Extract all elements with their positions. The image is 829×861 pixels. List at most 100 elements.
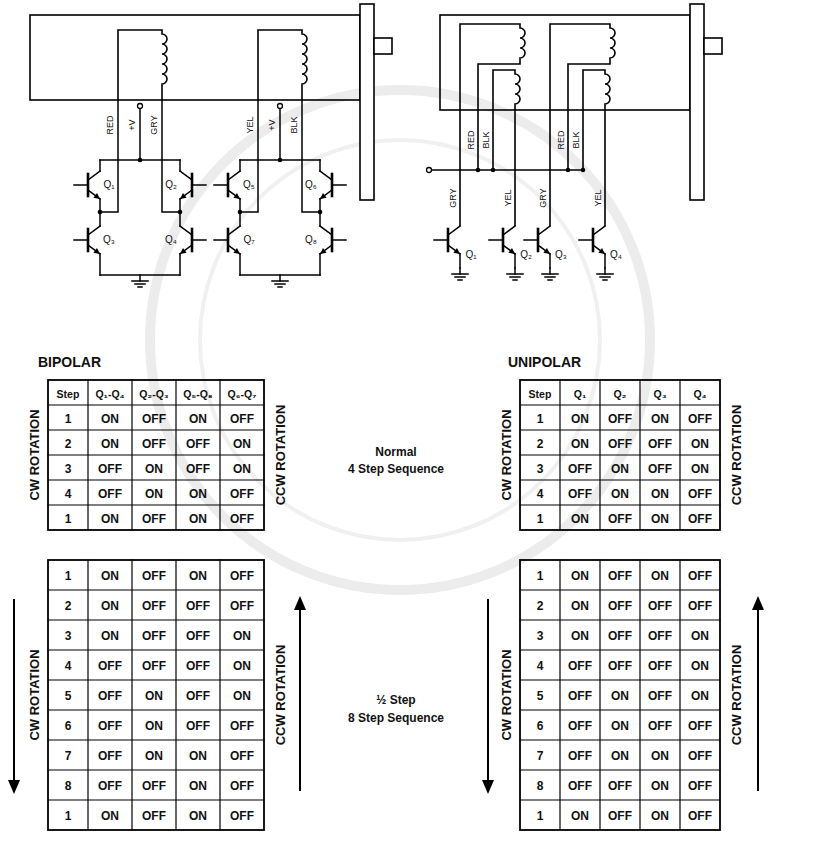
table-cell: ON (571, 438, 589, 450)
table-cell: 1 (537, 413, 544, 425)
wire (179, 254, 181, 275)
table-cell: OFF (142, 438, 166, 450)
wire-color-label: RED (106, 115, 115, 134)
table-rule (520, 769, 720, 770)
table-cell: OFF (688, 570, 712, 582)
transistor-label: Q₃ (103, 235, 115, 245)
wire (179, 160, 181, 171)
transistor-collector (228, 226, 240, 235)
table-rule (599, 560, 600, 830)
table-rule (48, 739, 264, 740)
sequence-label: ½ Step (376, 694, 415, 706)
table-rule (639, 380, 640, 530)
table-cell: OFF (648, 463, 672, 475)
table-rule (599, 380, 600, 530)
table-rule (48, 709, 264, 710)
wire-color-label: YEL (246, 116, 255, 133)
table-rule (175, 560, 176, 830)
table-cell: OFF (142, 810, 166, 822)
table-cell: ON (101, 810, 119, 822)
table-cell: 5 (65, 690, 72, 702)
table-cell: ON (651, 513, 669, 525)
supply-rail (240, 159, 320, 161)
table-cell: OFF (568, 690, 592, 702)
emitter-arrow (180, 248, 187, 254)
transistor-base-lead (192, 184, 206, 186)
terminal (427, 168, 432, 173)
arrow-head (8, 780, 20, 794)
table-border (48, 560, 264, 830)
table-cell: ON (233, 438, 251, 450)
table-cell: OFF (230, 600, 254, 612)
table-cell: OFF (230, 810, 254, 822)
table-cell: ON (145, 720, 163, 732)
wire-color-label: GRY (150, 115, 159, 134)
table-header: Q₁ (574, 388, 587, 399)
table-rule (87, 380, 88, 530)
table-cell: OFF (648, 438, 672, 450)
table-cell: ON (189, 513, 207, 525)
wire-color-label: +V (268, 119, 277, 130)
wire-color-label: BLK (482, 131, 491, 148)
table-cell: OFF (568, 660, 592, 672)
table-cell: ON (651, 570, 669, 582)
table-cell: ON (233, 690, 251, 702)
ground-symbol (600, 276, 610, 278)
emitter-arrow (453, 248, 460, 254)
table-cell: OFF (98, 463, 122, 475)
table-cell: OFF (98, 488, 122, 500)
table-rule (679, 560, 680, 830)
transistor-label: Q₈ (305, 235, 317, 245)
transistor-collector (180, 226, 192, 235)
wire-color-label: +V (128, 119, 137, 130)
table-cell: 4 (65, 660, 72, 672)
table-cell: ON (233, 660, 251, 672)
table-cell: ON (145, 750, 163, 762)
table-rule (87, 560, 88, 830)
table-rule (520, 404, 720, 405)
transistor-base-lead (332, 184, 346, 186)
table-cell: OFF (230, 780, 254, 792)
table-cell: OFF (98, 660, 122, 672)
ground-symbol (139, 275, 141, 281)
ground-symbol (542, 273, 558, 275)
table-cell: 2 (65, 600, 72, 612)
table-cell: OFF (688, 750, 712, 762)
wire (240, 100, 258, 212)
transistor-collector (320, 226, 332, 235)
transistor-emitter (320, 190, 332, 199)
table-rule (175, 380, 176, 530)
table-cell: ON (571, 413, 589, 425)
ground-symbol (507, 273, 523, 275)
table-rule (520, 799, 720, 800)
table-rule (679, 380, 680, 530)
table-rule (520, 504, 720, 505)
table-cell: ON (651, 488, 669, 500)
table-cell: ON (145, 488, 163, 500)
table-cell: OFF (186, 463, 210, 475)
transistor-label: Q₃ (555, 250, 567, 260)
table-cell: OFF (608, 570, 632, 582)
table-cell: 1 (537, 570, 544, 582)
table-cell: ON (611, 488, 629, 500)
ground-symbol (545, 276, 555, 278)
transistor-label: Q₁ (465, 250, 476, 260)
transistor-emitter (88, 245, 100, 254)
table-rule (559, 380, 560, 530)
rotation-arrow (299, 600, 301, 790)
table-header: Q₁-Q₄ (95, 388, 124, 399)
table-cell: OFF (648, 690, 672, 702)
supply-rail (100, 159, 180, 161)
ground-symbol (513, 279, 517, 281)
motor-coil (460, 24, 525, 226)
transistor-label: Q₅ (243, 180, 255, 190)
transistor-emitter (180, 245, 192, 254)
table-cell: ON (611, 463, 629, 475)
table-cell: ON (571, 600, 589, 612)
wire (99, 254, 101, 275)
table-cell: OFF (648, 600, 672, 612)
table-cell: 3 (537, 463, 544, 475)
table-cell: OFF (186, 600, 210, 612)
table-cell: OFF (98, 690, 122, 702)
table-rule (48, 679, 264, 680)
